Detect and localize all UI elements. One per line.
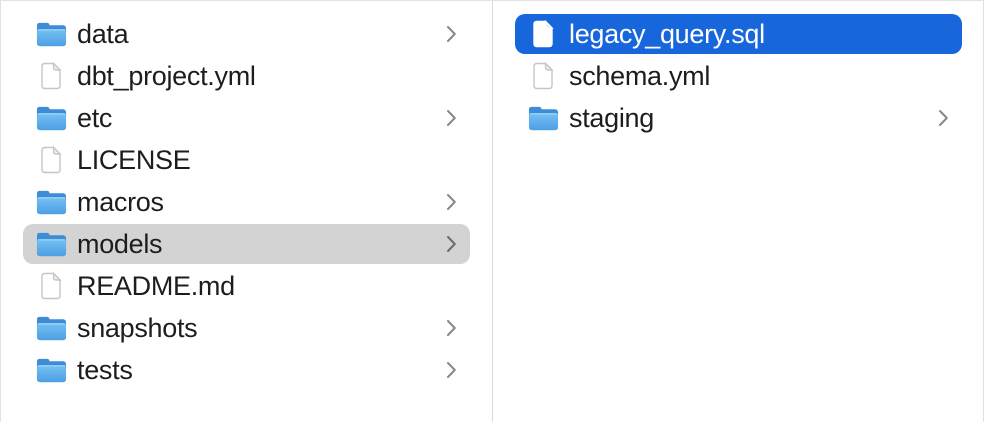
item-label: snapshots bbox=[77, 312, 198, 343]
folder-icon bbox=[35, 316, 67, 341]
chevron-right-icon bbox=[446, 235, 457, 253]
folder-icon bbox=[527, 106, 559, 131]
chevron-right-icon bbox=[446, 109, 457, 127]
list-item[interactable]: dbt_project.yml bbox=[23, 56, 470, 96]
list-item[interactable]: snapshots bbox=[23, 308, 470, 348]
finder-column-left: data dbt_project.yml bbox=[1, 1, 492, 422]
folder-icon bbox=[35, 232, 67, 257]
item-label: LICENSE bbox=[77, 144, 191, 175]
file-icon bbox=[35, 62, 67, 90]
chevron-right-icon bbox=[446, 361, 457, 379]
file-icon bbox=[35, 272, 67, 300]
list-item[interactable]: etc bbox=[23, 98, 470, 138]
list-item[interactable]: data bbox=[23, 14, 470, 54]
chevron-right-icon bbox=[446, 193, 457, 211]
list-item[interactable]: models bbox=[23, 224, 470, 264]
list-item[interactable]: README.md bbox=[23, 266, 470, 306]
chevron-right-icon bbox=[446, 319, 457, 337]
file-icon bbox=[35, 146, 67, 174]
item-label: tests bbox=[77, 354, 133, 385]
chevron-right-icon bbox=[446, 25, 457, 43]
list-item[interactable]: tests bbox=[23, 350, 470, 390]
file-icon bbox=[527, 20, 559, 48]
list-item[interactable]: schema.yml bbox=[515, 56, 962, 96]
folder-icon bbox=[35, 106, 67, 131]
item-label: legacy_query.sql bbox=[569, 18, 765, 49]
list-item[interactable]: macros bbox=[23, 182, 470, 222]
list-item[interactable]: legacy_query.sql bbox=[515, 14, 962, 54]
folder-icon bbox=[35, 358, 67, 383]
item-label: dbt_project.yml bbox=[77, 60, 256, 91]
item-label: macros bbox=[77, 186, 164, 217]
item-label: data bbox=[77, 18, 129, 49]
item-label: staging bbox=[569, 102, 654, 133]
folder-icon bbox=[35, 190, 67, 215]
chevron-right-icon bbox=[938, 109, 949, 127]
finder-column-right: legacy_query.sql schema.yml bbox=[493, 1, 983, 422]
list-item[interactable]: LICENSE bbox=[23, 140, 470, 180]
item-label: README.md bbox=[77, 270, 235, 301]
item-label: models bbox=[77, 228, 163, 259]
item-label: schema.yml bbox=[569, 60, 711, 91]
list-item[interactable]: staging bbox=[515, 98, 962, 138]
folder-icon bbox=[35, 22, 67, 47]
item-label: etc bbox=[77, 102, 113, 133]
column-divider bbox=[492, 1, 493, 422]
file-icon bbox=[527, 62, 559, 90]
